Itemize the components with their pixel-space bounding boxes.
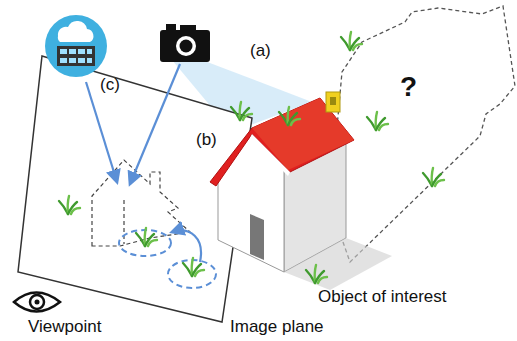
house [210, 92, 392, 290]
callout-label: (c) [100, 76, 120, 95]
grass-tuft [318, 277, 327, 283]
hidden-outline [330, 6, 515, 262]
cloud-server-icon [45, 15, 107, 77]
grass-tuft [353, 44, 362, 50]
transfer-arrow [172, 230, 201, 262]
projected-house-outline [123, 200, 124, 244]
unknown-mark: ? [400, 72, 417, 103]
grass [59, 32, 444, 283]
viewpoint-label: Viewpoint [28, 318, 101, 337]
grass-tuft [435, 180, 444, 186]
grass-tuft [71, 208, 80, 214]
grass-tuft [195, 270, 204, 276]
image-plane [18, 56, 252, 322]
eye-symbol [14, 293, 60, 312]
projected-house-outline [92, 160, 190, 246]
grass-tuft [243, 114, 252, 120]
grass-tuft [379, 124, 388, 130]
input-arrow [130, 64, 180, 184]
grass-tuft [291, 119, 300, 125]
callout-label: (b) [196, 131, 217, 150]
callout-label: (a) [250, 42, 271, 61]
camera-icon [160, 24, 210, 62]
plane-label: Image plane [230, 318, 324, 337]
grass-tuft [148, 240, 157, 246]
input-arrow [86, 82, 117, 182]
object-label: Object of interest [318, 288, 447, 307]
